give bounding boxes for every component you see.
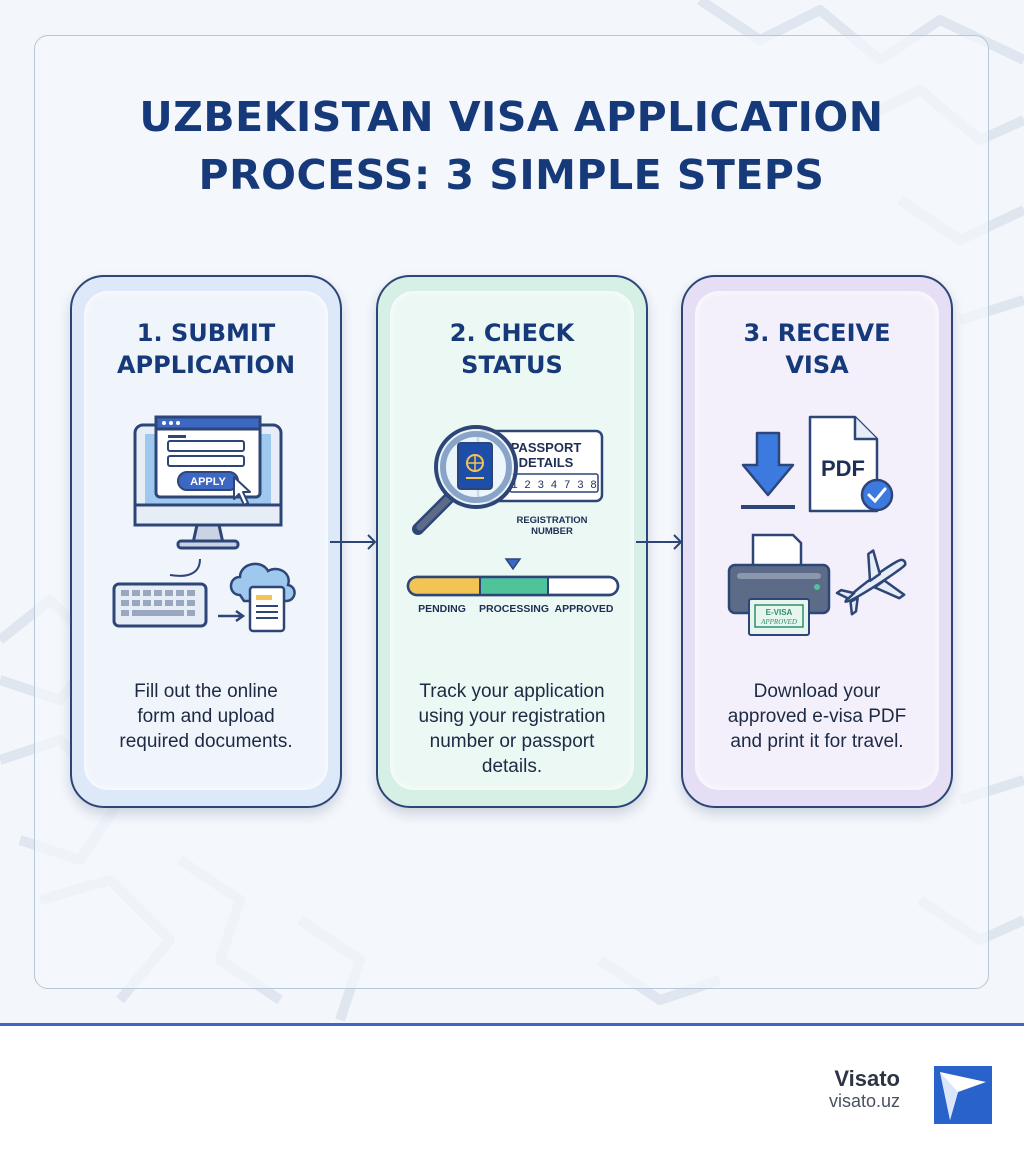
- step-title-line-2: STATUS: [461, 351, 563, 379]
- step-card-check-status: 2. CHECK STATUS PASSPORT DETAILS 1 2 3 4…: [376, 275, 648, 808]
- desc-line: number or passport: [429, 731, 595, 752]
- footer-accent-line: [0, 1023, 1024, 1026]
- step-description: Download your approved e-visa PDF and pr…: [701, 679, 933, 754]
- step-title-line-1: 1. SUBMIT: [136, 319, 276, 347]
- receive-visa-illustration: PDF E-VISA APPROVED: [727, 415, 907, 636]
- title-line-2: PROCESS: 3 SIMPLE STEPS: [198, 151, 825, 199]
- step-arrow-icon: [330, 534, 377, 550]
- step-title: 2. CHECK STATUS: [378, 317, 646, 381]
- magnifier-icon: [412, 425, 518, 535]
- pdf-label: PDF: [821, 456, 865, 481]
- passport-label-1: PASSPORT: [511, 440, 582, 455]
- desc-line: Fill out the online: [134, 681, 278, 702]
- desc-line: details.: [481, 756, 543, 777]
- keyboard-icon: [112, 558, 208, 628]
- step-arrow-icon: [636, 534, 683, 550]
- check-icon: [867, 487, 887, 504]
- desc-line: Download your: [753, 681, 881, 702]
- pdf-document-icon: PDF: [808, 415, 894, 513]
- registration-label-1: REGISTRATION: [516, 515, 587, 526]
- desc-line: Track your application: [419, 681, 605, 702]
- step-title: 3. RECEIVE VISA: [683, 317, 951, 381]
- visato-logo-icon: [934, 1066, 992, 1124]
- stamp-label-2: APPROVED: [760, 618, 797, 626]
- status-label-approved: APPROVED: [555, 603, 614, 615]
- desc-line: form and upload: [137, 706, 275, 727]
- printer-icon: E-VISA APPROVED: [727, 533, 831, 636]
- registration-label-2: NUMBER: [531, 526, 573, 537]
- brand-url[interactable]: visato.uz: [828, 1091, 900, 1111]
- step-card-submit: 1. SUBMIT APPLICATION APPLY: [70, 275, 342, 808]
- footer: [0, 1026, 1024, 1154]
- page-title: UZBEKISTAN VISA APPLICATION PROCESS: 3 S…: [34, 88, 989, 204]
- step-card-inner: [695, 291, 939, 790]
- desc-line: required documents.: [119, 731, 293, 752]
- step-title-line-2: VISA: [785, 351, 849, 379]
- title-line-1: UZBEKISTAN VISA APPLICATION: [139, 93, 884, 141]
- step-card-receive-visa: 3. RECEIVE VISA PDF E-VISA APPROVED: [681, 275, 953, 808]
- status-label-processing: PROCESSING: [479, 603, 549, 615]
- cursor-icon: [233, 476, 251, 506]
- step-title: 1. SUBMIT APPLICATION: [72, 317, 340, 381]
- download-arrow-icon: [741, 431, 795, 509]
- submit-application-illustration: APPLY: [112, 415, 296, 633]
- step-title-line-1: 2. CHECK: [449, 319, 575, 347]
- step-title-line-1: 3. RECEIVE: [743, 319, 891, 347]
- brand-name: Visato: [834, 1066, 900, 1091]
- step-card-inner: [390, 291, 634, 790]
- step-title-line-2: APPLICATION: [116, 351, 296, 379]
- desc-line: approved e-visa PDF: [727, 706, 907, 727]
- browser-window-icon: APPLY: [154, 415, 262, 506]
- status-label-pending: PENDING: [418, 603, 466, 615]
- stamp-label-1: E-VISA: [766, 608, 793, 617]
- airplane-icon: [835, 549, 907, 616]
- apply-button-label: APPLY: [190, 476, 226, 488]
- document-icon: [248, 585, 286, 633]
- desc-line: using your registration: [418, 706, 606, 727]
- check-status-illustration: PASSPORT DETAILS 1 2 3 4 7 3 8 REGISTRAT…: [406, 425, 620, 615]
- status-pointer-icon: [504, 558, 522, 571]
- passport-label-2: DETAILS: [519, 455, 574, 470]
- desc-line: and print it for travel.: [730, 731, 904, 752]
- status-progress-bar: [406, 575, 620, 597]
- registration-number-value: 1 2 3 4 7 3 8: [511, 480, 597, 492]
- step-description: Track your application using your regist…: [396, 679, 628, 779]
- step-description: Fill out the online form and upload requ…: [90, 679, 322, 754]
